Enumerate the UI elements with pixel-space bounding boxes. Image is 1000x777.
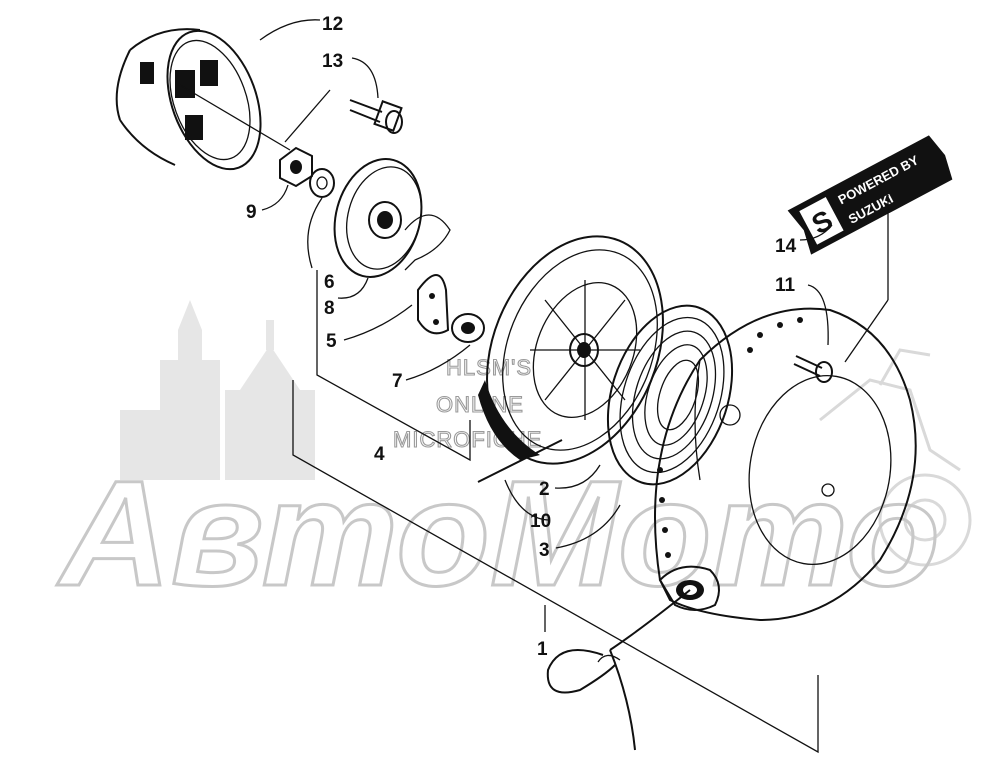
part-11-screw: [793, 355, 833, 383]
callout-12: 12: [322, 14, 343, 35]
callout-13: 13: [322, 51, 343, 72]
watermark-cathedral-icon: [120, 300, 315, 480]
callout-14: 14: [775, 236, 797, 257]
part-starter-rope: [546, 589, 691, 751]
callout-8: 8: [324, 298, 335, 319]
callout-5: 5: [326, 331, 337, 352]
part-13-bolt: [349, 99, 403, 134]
part-bushing: [451, 313, 485, 343]
part-10-rope-segment: [477, 439, 563, 483]
callout-10: 10: [530, 511, 551, 532]
part-8-pulley: [333, 158, 451, 278]
watermark: АвтоМото HLSM'S ONLINE MICROFICHE: [54, 300, 972, 619]
callout-7: 7: [392, 371, 403, 392]
callout-11: 11: [775, 275, 796, 296]
callouts: 12 13 9 6 8 5 7 4 14 11 2 10 3 1: [246, 14, 797, 660]
part-12-starter-cup: [115, 28, 291, 171]
watermark-motorcycle-icon: [819, 348, 972, 567]
callout-4: 4: [374, 444, 385, 465]
part-14-suzuki-decal: S POWERED BY SUZUKI: [787, 135, 953, 255]
part-9-nut: [279, 146, 313, 188]
callout-9: 9: [246, 202, 257, 223]
callout-1: 1: [537, 639, 548, 660]
part-6-washer: [309, 168, 335, 198]
watermark-brand: АвтоМото: [56, 449, 940, 617]
part-7-rope-reel: [478, 235, 664, 465]
part-5-ratchet-pawl: [417, 274, 450, 335]
callout-2: 2: [539, 479, 550, 500]
callout-6: 6: [324, 272, 335, 293]
callout-3: 3: [539, 540, 550, 561]
bracket-lines: [259, 19, 889, 754]
